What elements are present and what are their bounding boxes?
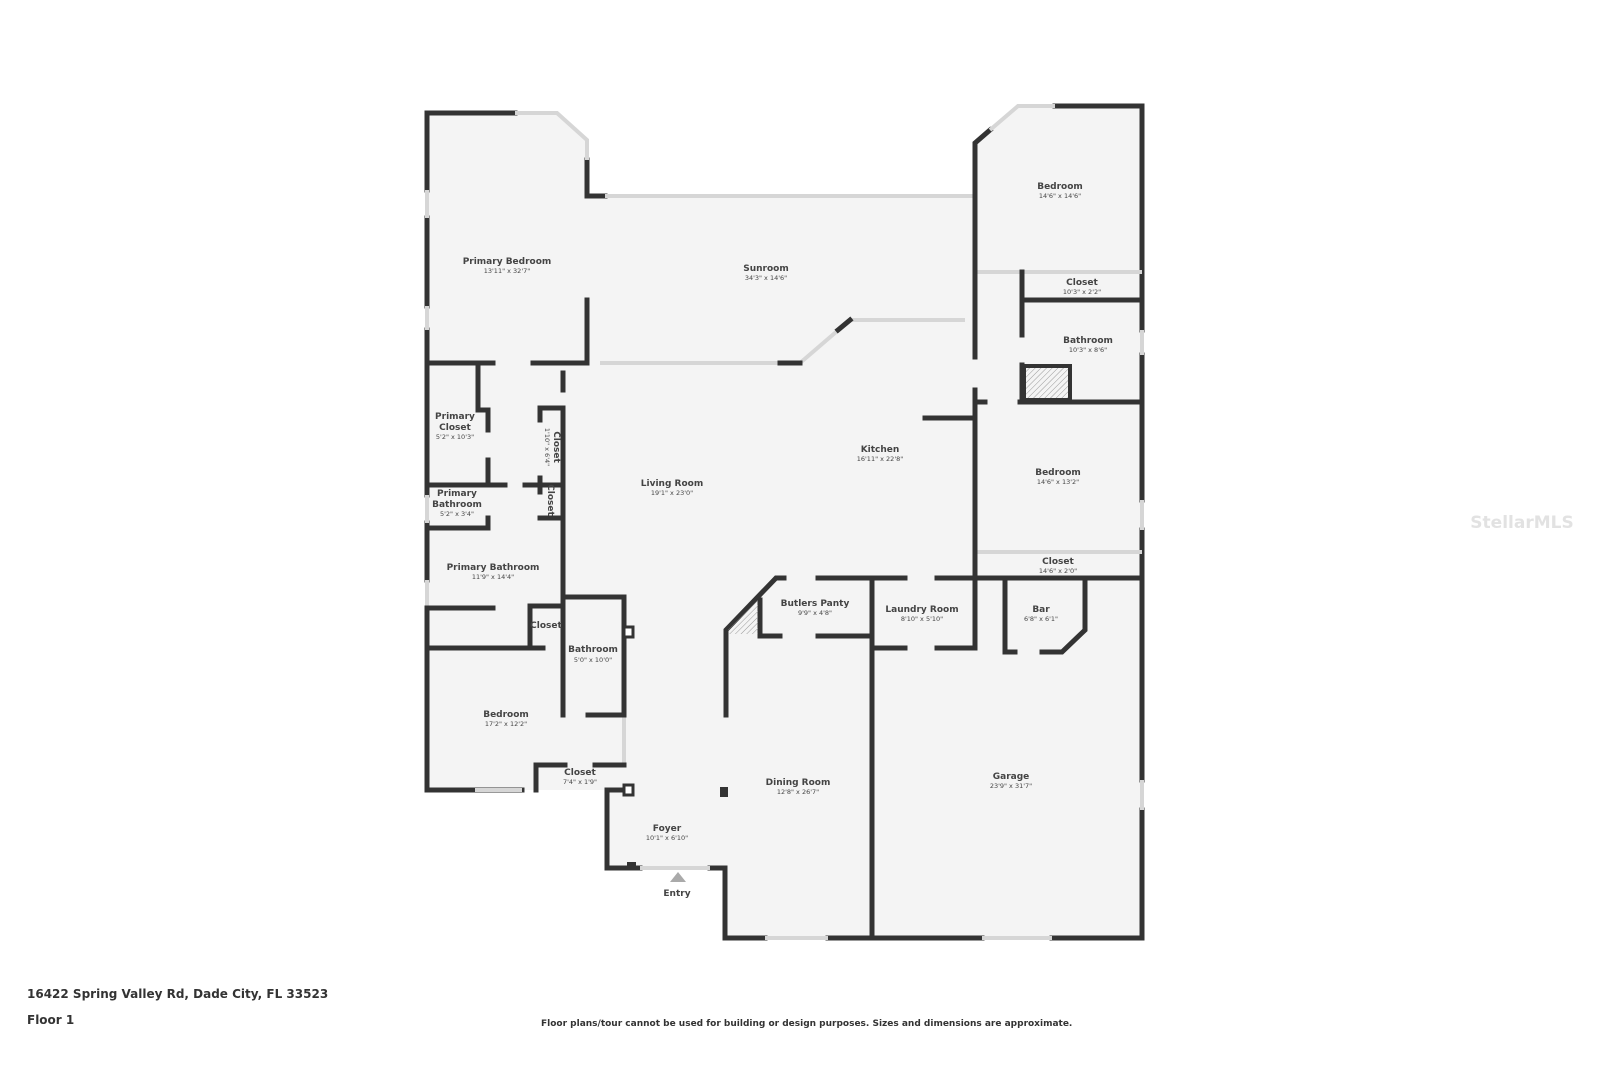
room-dim: 23'9" x 31'7" [990, 782, 1032, 790]
room-dim: 16'11" x 22'8" [857, 455, 903, 463]
interior-walls [424, 193, 1145, 941]
room-name: Closet [551, 431, 561, 463]
address: 16422 Spring Valley Rd, Dade City, FL 33… [27, 987, 329, 1001]
room-dim: 14'6" x 13'2" [1037, 478, 1079, 486]
room-name: Butlers Panty [781, 599, 850, 609]
room-name: Closet [564, 768, 596, 778]
room-dim: 5'2" x 3'4" [440, 510, 474, 518]
room-dim: 5'2" x 10'3" [436, 433, 474, 441]
room-name: Closet [1066, 278, 1098, 288]
room-dim: 1'10" x 6'4" [543, 428, 551, 466]
watermark: StellarMLS [1470, 513, 1573, 533]
room-name: Bar [1032, 605, 1050, 615]
room-dim: 6'8" x 6'1" [1024, 615, 1058, 623]
room-dim: 12'8" x 26'7" [777, 788, 819, 796]
room-name: Closet [545, 484, 555, 516]
room-name: Bedroom [483, 710, 529, 720]
room-dim: 11'9" x 14'4" [472, 573, 514, 581]
column [622, 625, 635, 639]
room-name: Dining Room [766, 778, 831, 788]
room-name: Primary Bedroom [463, 257, 552, 267]
room-name: Foyer [653, 824, 682, 834]
room-name: Closet [1042, 557, 1074, 567]
room-name: Bedroom [1035, 468, 1081, 478]
room-name: Primary Bathroom [447, 563, 540, 573]
floor-area [427, 106, 1142, 938]
room-dim: 17'2" x 12'2" [485, 720, 527, 728]
room-dim: 14'6" x 14'6" [1039, 192, 1081, 200]
room-dim: 34'3" x 14'6" [745, 274, 787, 282]
column [720, 787, 728, 797]
room-dim: 14'6" x 2'0" [1039, 567, 1077, 575]
room-name: Bathroom [432, 500, 482, 510]
room-name: Garage [993, 772, 1030, 782]
room-name: Primary [435, 412, 475, 422]
hatched-chase [728, 600, 758, 634]
room-labels: Primary Bedroom 13'11" x 32'7" Sunroom 3… [432, 182, 1113, 899]
room-name: Living Room [641, 479, 703, 489]
room-dim: 7'4" x 1'9" [563, 778, 597, 786]
room-dim: 13'11" x 32'7" [484, 267, 530, 275]
room-name: Sunroom [743, 264, 788, 274]
room-name: Primary [437, 489, 477, 499]
room-dim: 10'3" x 8'6" [1069, 346, 1107, 354]
disclaimer: Floor plans/tour cannot be used for buil… [541, 1019, 1073, 1029]
room-name: Bedroom [1037, 182, 1083, 192]
room-name: Kitchen [861, 445, 900, 455]
room-dim: 8'10" x 5'10" [901, 615, 943, 623]
room-name: Bathroom [1063, 336, 1113, 346]
entry-label: Entry [663, 889, 690, 899]
room-name: Bathroom [568, 645, 618, 655]
room-dim: 19'1" x 23'0" [651, 489, 693, 497]
column [627, 862, 636, 869]
floor-label: Floor 1 [27, 1013, 75, 1027]
room-name: Closet [439, 423, 471, 433]
room-name: Closet [530, 621, 562, 631]
room-dim: 9'9" x 4'8" [798, 609, 832, 617]
room-dim: 10'1" x 6'10" [646, 834, 688, 842]
hatched-chase [1022, 364, 1072, 402]
room-name: Laundry Room [885, 605, 958, 615]
column [622, 783, 635, 797]
room-dim: 10'3" x 2'2" [1063, 288, 1101, 296]
entry-arrow-icon [670, 872, 686, 882]
room-dim: 5'0" x 10'0" [574, 656, 612, 664]
